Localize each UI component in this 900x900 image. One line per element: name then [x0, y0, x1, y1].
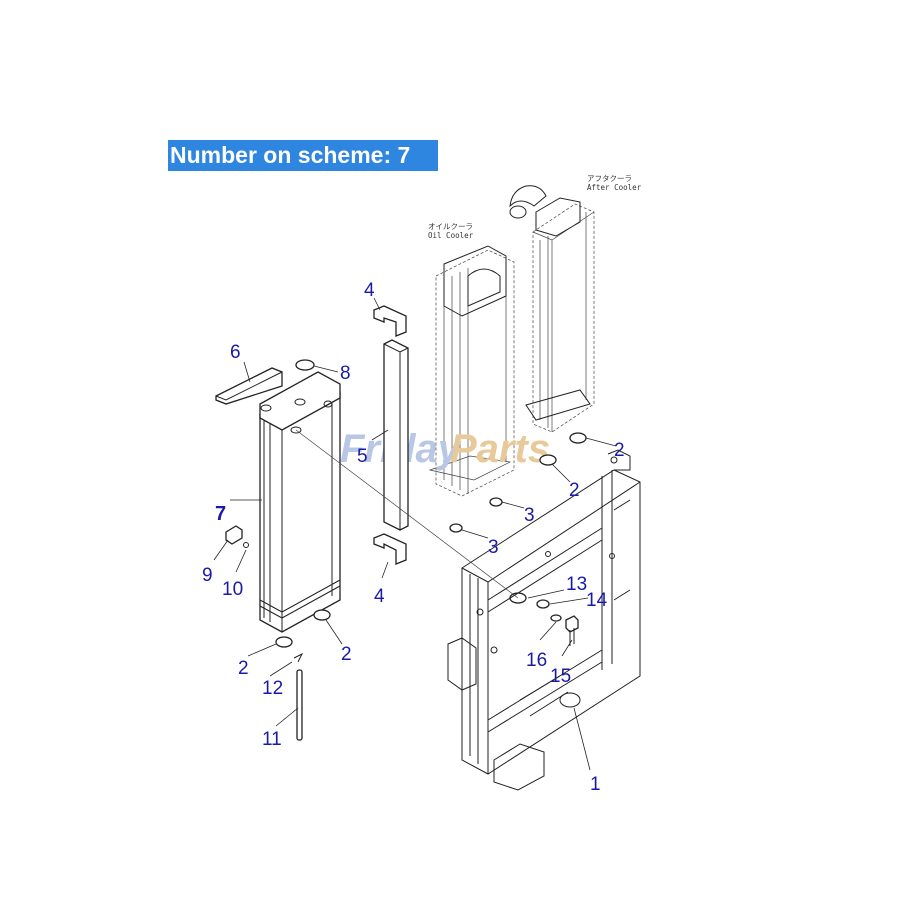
part-14-washer — [536, 599, 550, 609]
part-10-o-ring — [243, 542, 249, 548]
callout-5: 5 — [357, 446, 368, 467]
callout-14: 14 — [586, 590, 608, 611]
scheme-number-banner: Number on scheme: 7 — [168, 140, 438, 171]
after-cooler-label-jp: アフタクーラ — [587, 174, 632, 183]
oil-cooler-label-en: Oil Cooler — [428, 231, 474, 240]
part-6-bar — [215, 367, 283, 405]
part-3-spacers — [449, 497, 503, 533]
leader-lines — [213, 297, 617, 771]
watermark-parts: Parts — [450, 427, 550, 471]
part-11-rod — [296, 669, 303, 741]
callout-13: 13 — [566, 574, 587, 595]
callout-4-top: 4 — [364, 280, 375, 301]
callout-3-upper: 3 — [524, 505, 535, 526]
callout-2-mid-right: 2 — [569, 480, 580, 501]
part-2-cushions — [275, 432, 587, 648]
callout-11: 11 — [262, 729, 282, 750]
callout-12: 12 — [262, 678, 283, 699]
callout-9: 9 — [202, 565, 213, 586]
callout-2-top-right: 2 — [614, 440, 625, 461]
part-12-pin — [293, 652, 304, 663]
part-7-radiator — [259, 371, 341, 633]
callout-2-bottom-center: 2 — [341, 644, 352, 665]
callout-4-bottom: 4 — [374, 586, 385, 607]
callout-labels: 1 2 2 2 2 3 3 4 4 5 6 7 8 9 10 11 12 13 … — [202, 280, 625, 795]
watermark: Friday Parts — [340, 427, 550, 471]
callout-1: 1 — [590, 774, 601, 795]
part-9-drain-plug — [225, 525, 243, 545]
after-cooler: アフタクーラ After Cooler — [509, 174, 642, 433]
part-4-bracket-bottom — [373, 533, 407, 565]
oil-cooler: オイルクーラ Oil Cooler — [428, 222, 515, 497]
callout-7: 7 — [215, 503, 226, 525]
part-4-bracket-top — [373, 305, 407, 337]
after-cooler-label-en: After Cooler — [587, 183, 642, 192]
callout-10: 10 — [222, 579, 243, 600]
oil-cooler-label-jp: オイルクーラ — [428, 222, 473, 231]
part-16-washer — [550, 614, 562, 622]
callout-8: 8 — [340, 363, 351, 384]
part-5-seal-bar — [383, 339, 409, 531]
callout-6: 6 — [230, 342, 241, 363]
callout-3-lower: 3 — [488, 537, 499, 558]
callout-2-bottom-left: 2 — [238, 658, 249, 679]
part-8-cap — [295, 359, 315, 371]
callout-16: 16 — [526, 650, 547, 671]
callout-15: 15 — [550, 666, 571, 687]
part-1-frame — [447, 449, 641, 791]
part-15-bolt — [565, 615, 579, 646]
